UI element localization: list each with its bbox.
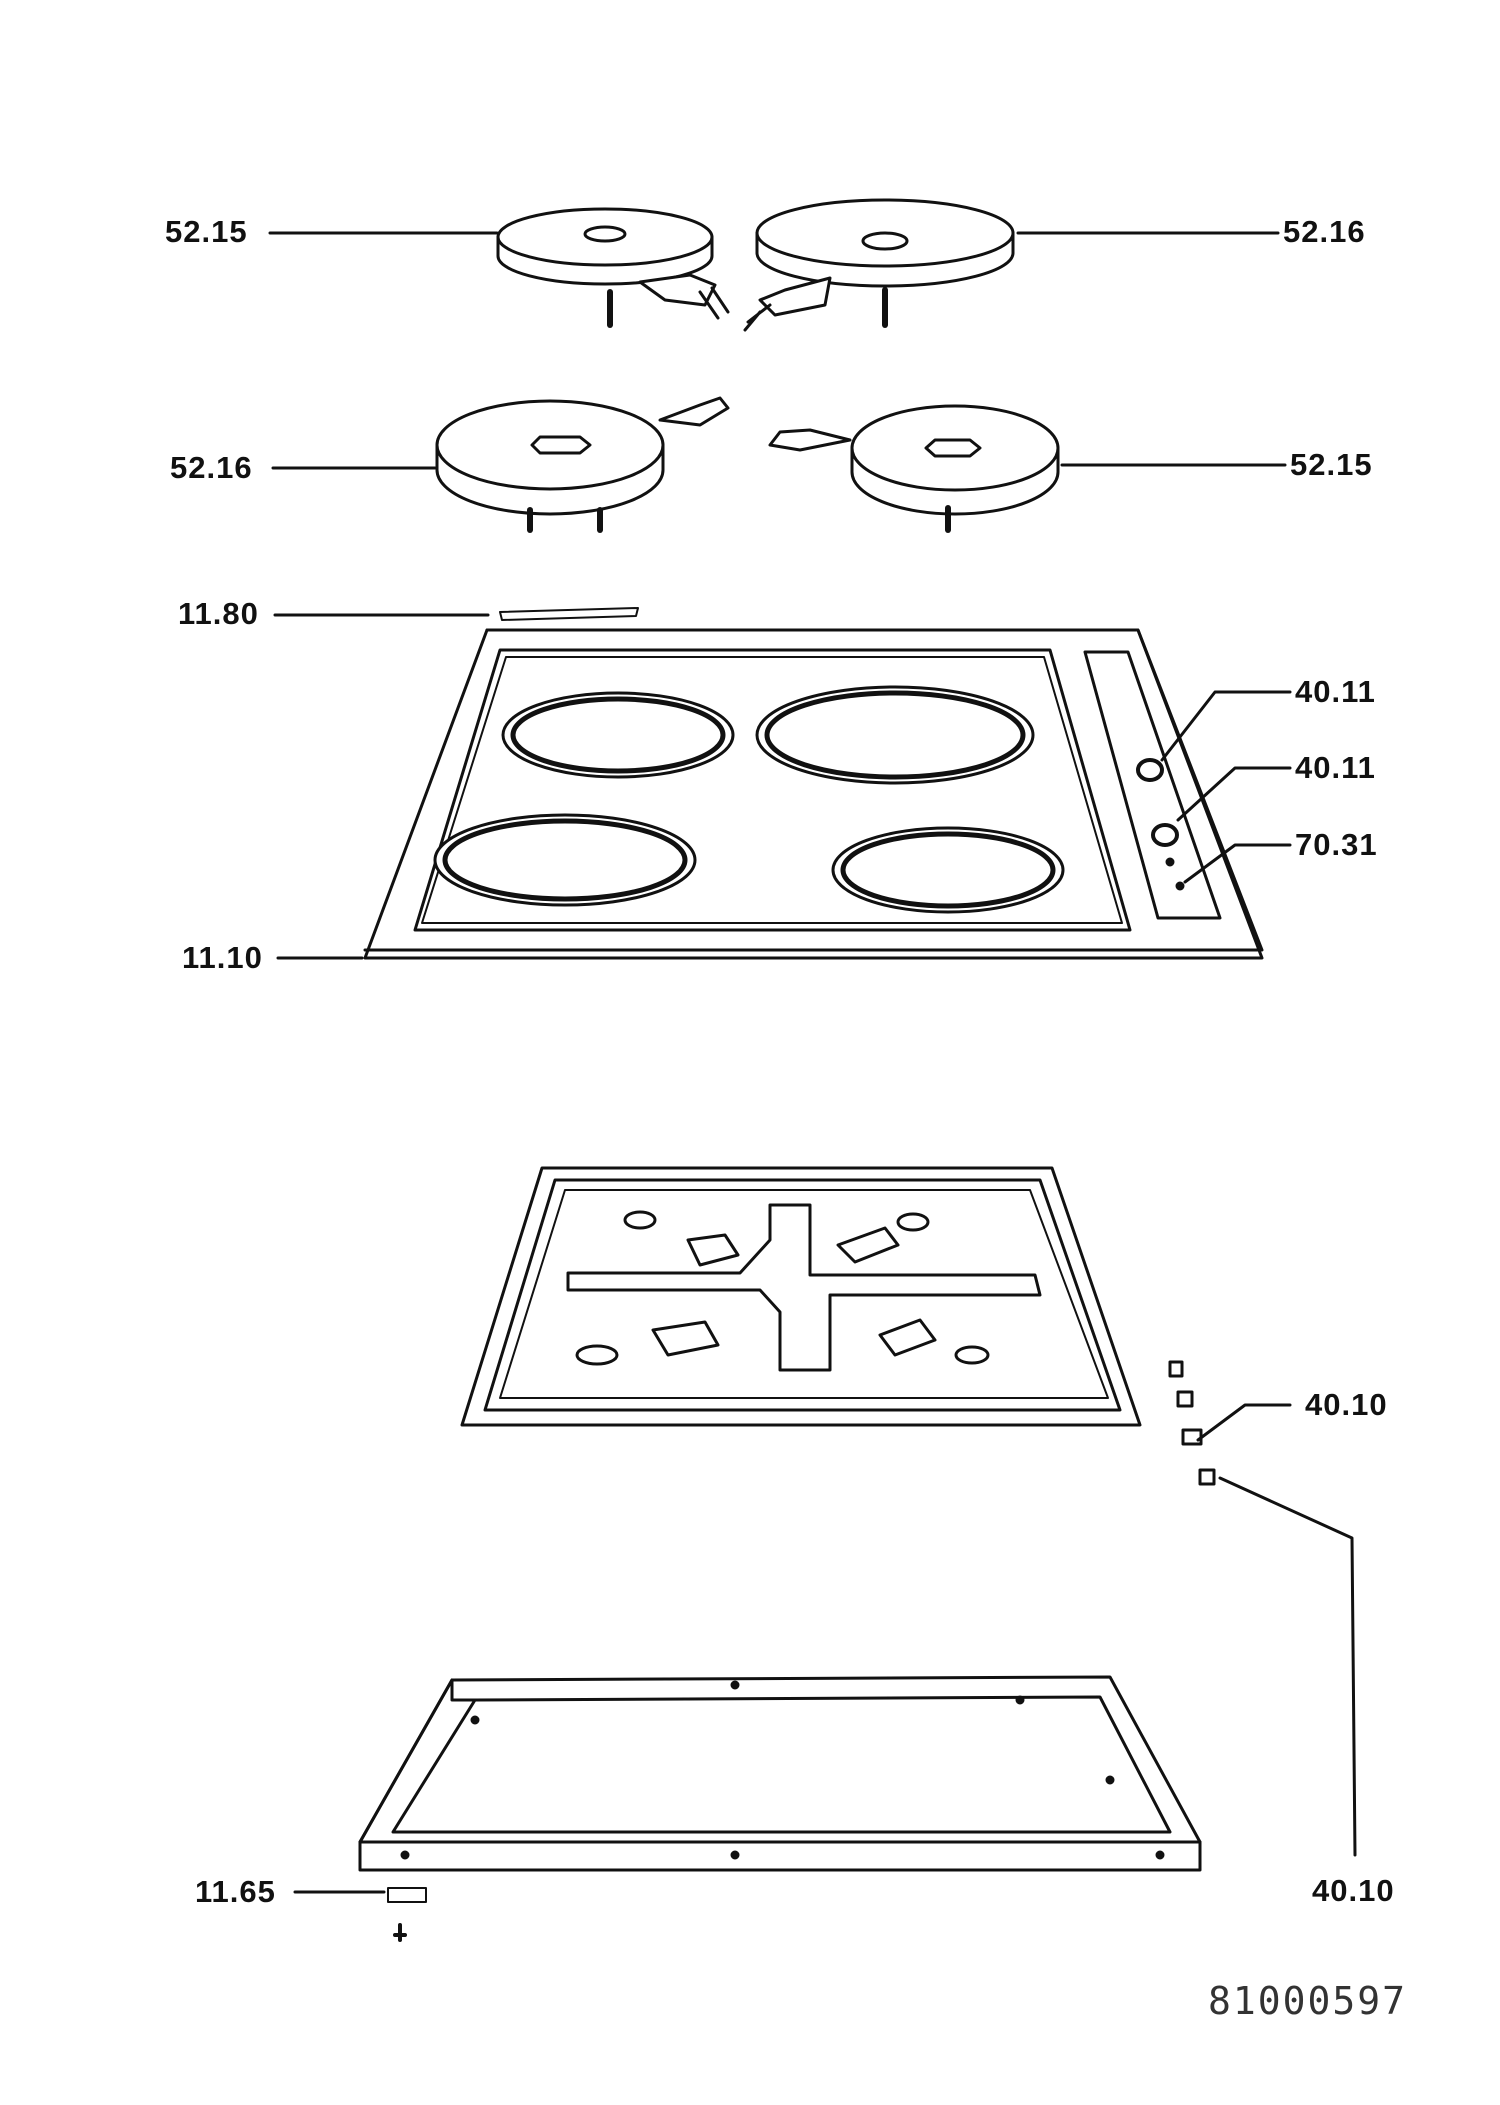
label-11-80: 11.80: [178, 596, 259, 631]
hob-base-pan: [462, 1168, 1140, 1425]
leader-40-10-upper: [1198, 1405, 1290, 1440]
label-40-11-b: 40.11: [1295, 750, 1376, 785]
hotplate-52-15-top-left: [498, 209, 728, 325]
label-11-10: 11.10: [182, 940, 263, 975]
label-52-15-mid-right: 52.15: [1290, 447, 1373, 482]
leader-70-31: [1185, 845, 1290, 882]
label-52-15-top-left: 52.15: [165, 214, 248, 249]
label-52-16-mid-left: 52.16: [170, 450, 253, 485]
leader-40-10-lower: [1220, 1478, 1355, 1855]
label-11-65: 11.65: [195, 1874, 276, 1909]
hotplate-52-16-top-right: [745, 200, 1013, 330]
leader-40-11-b: [1178, 768, 1290, 820]
label-70-31: 70.31: [1295, 827, 1378, 862]
clips-40-10: [1170, 1362, 1214, 1484]
hotplate-52-16-mid-left: [437, 398, 728, 530]
label-40-11-a: 40.11: [1295, 674, 1376, 709]
document-number: 81000597: [1208, 1979, 1408, 2023]
label-40-10-upper: 40.10: [1305, 1387, 1388, 1422]
label-52-16-top-right: 52.16: [1283, 214, 1366, 249]
leader-40-11-a: [1162, 692, 1290, 760]
label-40-10-lower: 40.10: [1312, 1873, 1395, 1908]
hotplate-52-15-mid-right: [770, 406, 1058, 530]
screw-11-65: [388, 1888, 426, 1940]
hob-top-panel: [365, 630, 1262, 958]
bottom-frame: [360, 1677, 1500, 1870]
trim-strip: [500, 608, 638, 620]
